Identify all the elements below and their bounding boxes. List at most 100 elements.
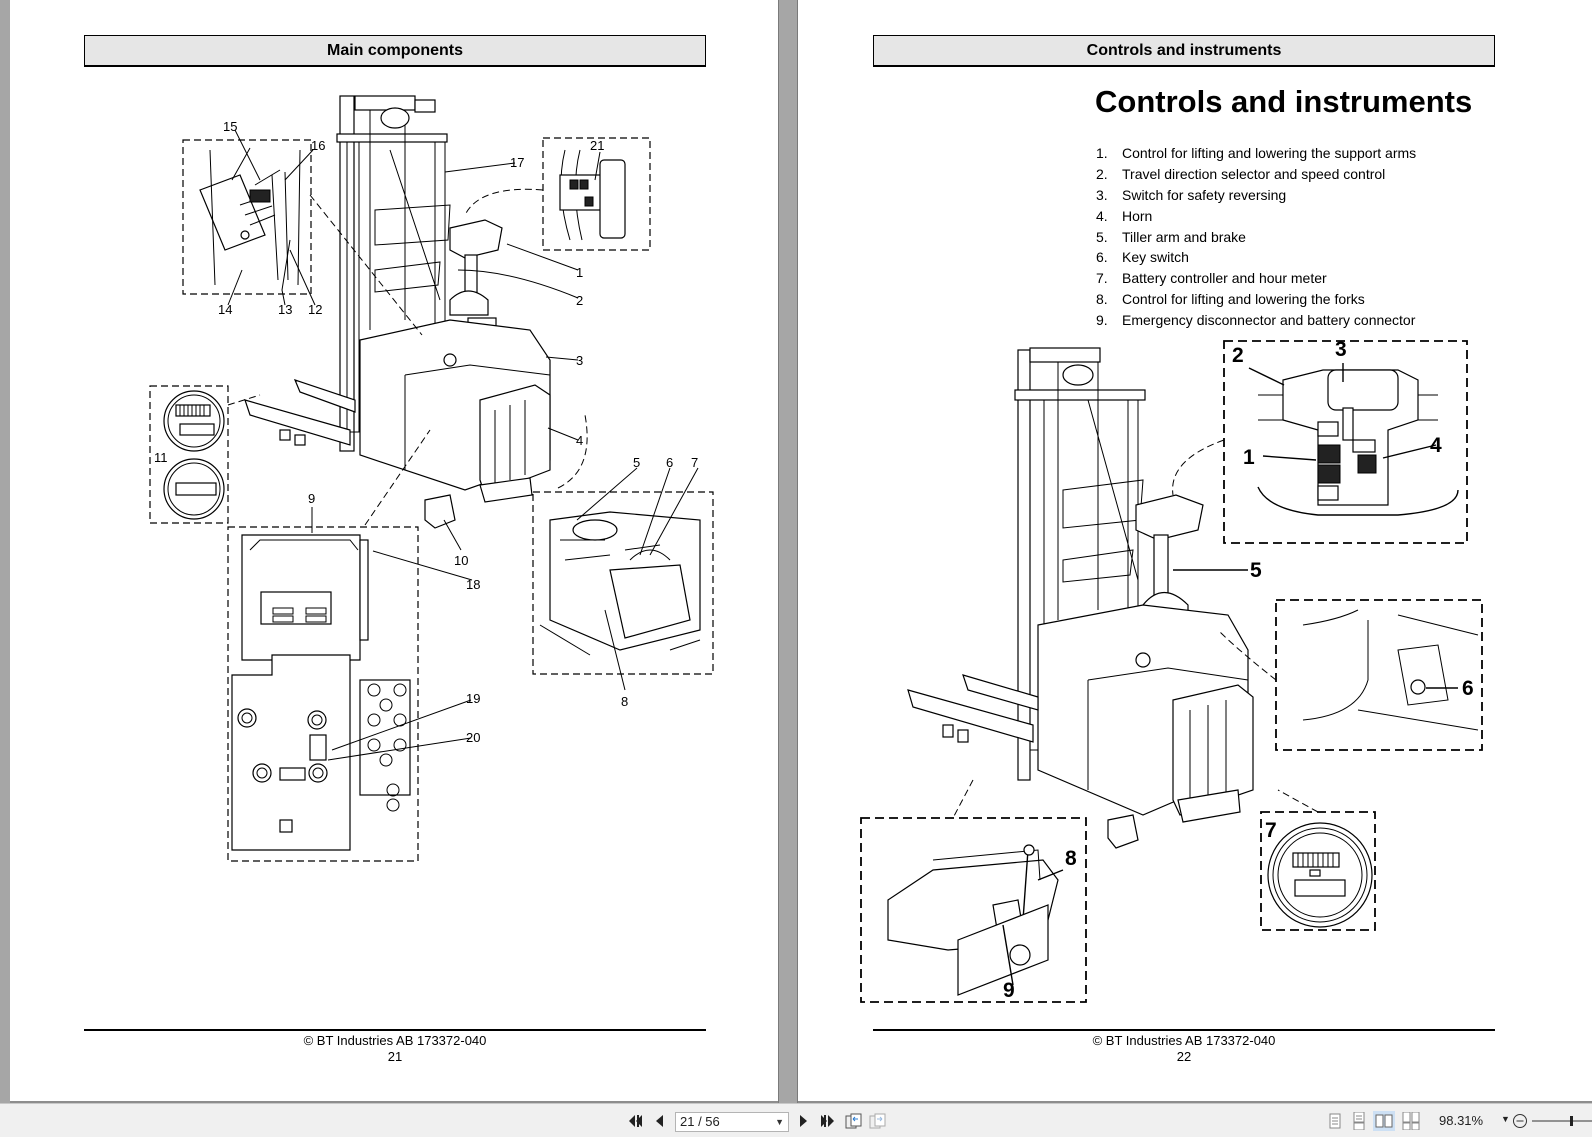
list-item: 9.Emergency disconnector and battery con… (1096, 312, 1416, 333)
next-page-button[interactable] (797, 1111, 811, 1131)
item-number: 8. (1096, 291, 1108, 308)
item-number: 6. (1096, 249, 1108, 266)
callout-21: 21 (590, 138, 604, 153)
item-number: 4. (1096, 207, 1108, 224)
callout-19: 19 (466, 691, 480, 706)
item-text: Travel direction selector and speed cont… (1122, 165, 1386, 182)
callout-18: 18 (466, 577, 480, 592)
detail-control-panel-21 (464, 137, 651, 251)
callout-3: 3 (1335, 338, 1347, 361)
continuous-facing-view-button[interactable] (1402, 1111, 1420, 1131)
callout-labels: 1 2 3 4 5 6 7 8 9 (1003, 338, 1474, 1002)
detail-battery-meter-7 (1260, 789, 1376, 931)
callout-1: 1 (1243, 446, 1255, 469)
first-page-button[interactable] (627, 1111, 645, 1131)
list-item: 7.Battery controller and hour meter (1096, 270, 1416, 291)
detail-compartment-5-8 (532, 414, 714, 675)
callout-2: 2 (1232, 344, 1244, 367)
page-edge (10, 1101, 778, 1103)
controls-diagram: 1 2 3 4 5 6 7 8 9 (860, 338, 1483, 1003)
item-number: 2. (1096, 165, 1108, 182)
detail-compartment-8-9 (860, 779, 1087, 1003)
page-header: Controls and instruments (873, 35, 1495, 67)
previous-view-button[interactable] (845, 1111, 863, 1131)
main-components-diagram: 1 2 3 4 5 6 7 8 9 10 11 12 13 14 15 16 1… (149, 95, 714, 862)
page-dropdown-arrow-icon[interactable]: ▼ (775, 1117, 784, 1127)
footer-rule (873, 1029, 1495, 1031)
callout-9: 9 (1003, 979, 1015, 1002)
footer-copyright: © BT Industries AB 173372-040 (303, 1033, 487, 1048)
zoom-slider-thumb (1570, 1116, 1573, 1126)
zoom-out-button[interactable] (1512, 1111, 1528, 1131)
last-page-button[interactable] (818, 1111, 836, 1131)
facing-pages-view-icon (1375, 1114, 1393, 1128)
bolt-terminals (237, 683, 407, 812)
item-text: Switch for safety reversing (1122, 186, 1287, 203)
page-number: 22 (1176, 1049, 1192, 1064)
first-page-icon (629, 1115, 642, 1127)
callout-12: 12 (308, 302, 322, 317)
detail-tiller-head-1-4 (1172, 340, 1468, 544)
document-viewport[interactable]: Main components (0, 0, 1592, 1103)
stacker-truck-illustration (907, 347, 1254, 849)
footer-copyright: © BT Industries AB 173372-040 (1092, 1033, 1276, 1048)
zoom-slider-track (1532, 1116, 1592, 1126)
continuous-view-button[interactable] (1351, 1111, 1367, 1131)
list-item: 8. Control for lifting and lowering the f… (1096, 291, 1416, 312)
next-view-icon (869, 1113, 886, 1129)
previous-page-button[interactable] (652, 1111, 666, 1131)
single-page-view-button[interactable] (1327, 1111, 1343, 1131)
zoom-dropdown-arrow-icon[interactable]: ▼ (1501, 1114, 1510, 1124)
callout-4: 4 (576, 433, 583, 448)
callout-11: 11 (154, 450, 168, 465)
item-number: 1. (1096, 145, 1108, 161)
leader-lines (227, 129, 699, 761)
continuous-facing-view-icon (1402, 1112, 1420, 1130)
callout-4: 4 (1430, 434, 1442, 457)
callout-6: 6 (1462, 677, 1474, 700)
item-number: 7. (1096, 270, 1108, 287)
callout-2: 2 (576, 293, 583, 308)
detail-battery-connector-9 (227, 429, 431, 862)
callout-7: 7 (1265, 819, 1277, 842)
leader-lines (1002, 363, 1458, 986)
item-text: Emergency disconnector and battery conne… (1122, 312, 1416, 329)
single-page-view-icon (1329, 1113, 1341, 1129)
callout-9: 9 (308, 491, 315, 506)
page-number-field[interactable]: 21 / 56 ▼ (675, 1112, 789, 1132)
item-text: Key switch (1122, 249, 1189, 266)
callout-16: 16 (311, 138, 325, 153)
footer-rule (84, 1029, 706, 1031)
callout-8: 8 (621, 694, 628, 709)
list-item: 3. Switch for safety reversing (1096, 187, 1416, 208)
callout-10: 10 (454, 553, 468, 568)
stacker-truck-illustration (244, 95, 551, 529)
callout-13: 13 (278, 302, 292, 317)
page-number-value: 21 / 56 (680, 1114, 720, 1129)
zoom-slider[interactable] (1532, 1111, 1592, 1131)
zoom-level[interactable]: 98.31% (1439, 1113, 1484, 1128)
item-text: Tiller arm and brake (1122, 228, 1246, 245)
page-number: 21 (387, 1049, 403, 1064)
callout-14: 14 (218, 302, 232, 317)
last-page-icon (821, 1115, 834, 1127)
facing-pages-view-button[interactable] (1373, 1111, 1395, 1131)
callout-1: 1 (576, 265, 583, 280)
controls-list: 1. Control for lifting and lowering the s… (1096, 145, 1416, 333)
page-edge (798, 1101, 1592, 1103)
item-number: 3. (1096, 186, 1108, 203)
item-text: Control for lifting and lowering the sup… (1122, 145, 1417, 161)
list-item: 5. Tiller arm and brake (1096, 229, 1416, 250)
list-item: 1. Control for lifting and lowering the s… (1096, 145, 1416, 166)
item-text: Control for lifting and lowering the for… (1122, 291, 1365, 308)
page-22: Controls and instruments Controls and in… (797, 0, 1592, 1103)
next-view-button[interactable] (869, 1111, 887, 1131)
callout-3: 3 (576, 353, 583, 368)
detail-key-switch-6 (1217, 599, 1483, 751)
item-number: 5. (1096, 228, 1108, 245)
item-text: Horn (1122, 207, 1153, 224)
previous-view-icon (845, 1113, 862, 1129)
list-item: 2. Travel direction selector and speed co… (1096, 166, 1416, 187)
continuous-view-icon (1353, 1112, 1365, 1130)
callout-7: 7 (691, 455, 698, 470)
